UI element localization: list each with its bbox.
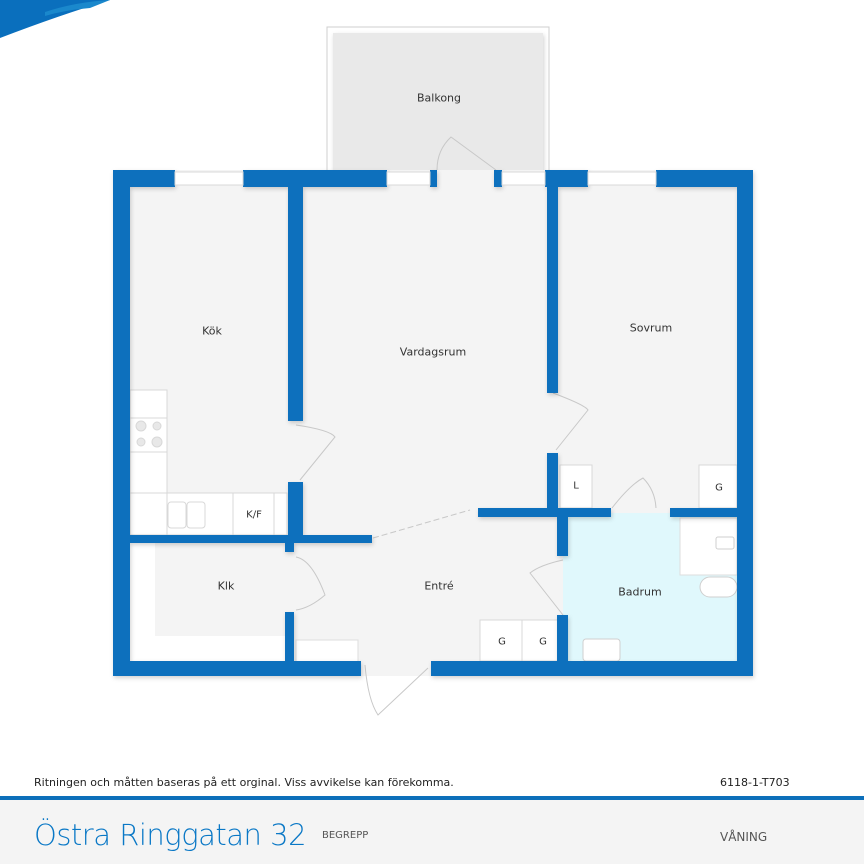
wardrobes xyxy=(479,464,738,662)
footer-panel xyxy=(0,800,864,864)
floors xyxy=(113,170,753,676)
vaning-label: VÅNING xyxy=(720,830,768,844)
room-label-klk: Klk xyxy=(217,579,235,593)
door-swings xyxy=(295,136,657,716)
wardrobe-label-sovrum: G xyxy=(715,482,723,494)
room-label-balkong: Balkong xyxy=(416,91,462,105)
footer-divider xyxy=(0,796,864,800)
windows xyxy=(174,171,657,186)
corner-swoosh-decoration xyxy=(0,0,110,38)
room-label-badrum: Badrum xyxy=(618,585,662,599)
room-label-sovrum: Sovrum xyxy=(629,321,673,335)
bathroom-fixtures xyxy=(582,536,738,662)
linen-closet-label: L xyxy=(573,480,579,492)
plan-code: 6118-1-T703 xyxy=(720,776,790,789)
room-label-vardagsrum: Vardagsrum xyxy=(399,345,467,359)
walls xyxy=(113,170,753,676)
address-title: Östra Ringgatan 32 xyxy=(34,818,307,852)
disclaimer-text: Ritningen och måtten baseras på ett orgi… xyxy=(34,776,454,789)
wardrobe-label-entre-1: G xyxy=(498,636,506,648)
floor-plan xyxy=(113,26,753,716)
room-label-entre: Entré xyxy=(424,579,454,593)
fridge-freezer-label: K/F xyxy=(246,509,262,521)
room-label-kok: Kök xyxy=(202,324,222,338)
begrepp-label: BEGREPP xyxy=(322,830,369,841)
wardrobe-label-entre-2: G xyxy=(539,636,547,648)
